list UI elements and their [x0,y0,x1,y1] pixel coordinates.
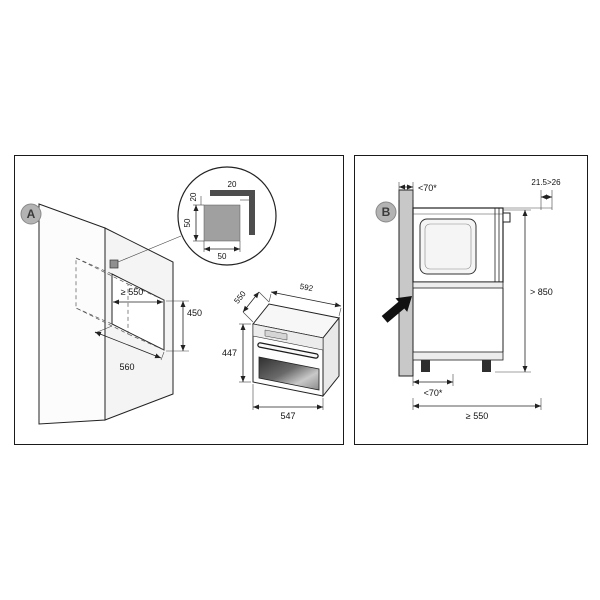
wall-left-face [38,203,106,425]
badge-a-circle [20,203,42,225]
dim-rear-gap-top: <70* [418,183,437,193]
badge-a-letter: A [27,207,36,221]
dim-rear-gap-bottom: <70* [424,388,443,398]
spacer-block [109,259,119,269]
dim-niche-height: 450 [187,308,202,318]
panel-a: ≥ 550 450 560 50 50 20 [14,155,344,445]
dim-oven-depth-bottom: 547 [280,411,295,421]
column-cross-section [398,189,511,377]
dim-niche-depth: 560 [119,362,134,372]
spacer-detail: 50 50 20 20 [177,166,277,266]
dim-oven-width: 592 [299,282,314,293]
spacer-block-magnified [203,204,241,242]
cabinet-side-panel [398,189,414,377]
dim-niche-width: ≥ 550 [121,287,143,297]
dim-min-height: > 850 [530,287,553,297]
panel-a-drawing: ≥ 550 450 560 50 50 20 [20,166,342,425]
detail-leader-line [117,235,182,263]
dim-oven-height: 447 [222,348,237,358]
panel-a-badge: A [20,203,42,225]
foot-left [421,360,430,372]
cabinet-corner-bracket [210,190,255,235]
dim-cabinet-depth: ≥ 550 [466,411,488,421]
base-board [412,351,504,361]
oven-isometric: 447 547 550 592 [222,282,342,421]
ventilation-arrow [381,296,412,323]
oven-handle-inner [258,343,318,358]
foot-right [482,360,491,372]
dim-oven-depth-top: 550 [232,289,248,305]
oven-cavity [419,218,477,275]
niche-dimensions: ≥ 550 450 560 [94,287,202,372]
shelf [412,281,504,289]
panel-b-dimensions: <70* 21.5>26 > 850 <70* ≥ 550 [398,178,561,421]
oven-control-strip [252,323,324,351]
dim-front-offset: 21.5>26 [531,178,561,187]
oven-cavity-inner [424,223,472,270]
badge-b-letter: B [382,205,391,219]
oven-handle [502,212,511,223]
dim-spacer-width: 50 [218,252,227,261]
panel-b-badge: B [375,201,397,223]
panel-b: <70* 21.5>26 > 850 <70* ≥ 550 B [354,155,588,445]
badge-b-circle [375,201,397,223]
oven-display [264,329,288,341]
dim-spacer-gap-top: 20 [189,192,198,201]
oven-door-glass [258,356,320,391]
dim-spacer-gap-side: 20 [228,180,237,189]
panel-b-drawing: <70* 21.5>26 > 850 <70* ≥ 550 B [375,178,561,421]
cabinet-corner [38,203,182,425]
dim-spacer-height: 50 [183,218,192,227]
